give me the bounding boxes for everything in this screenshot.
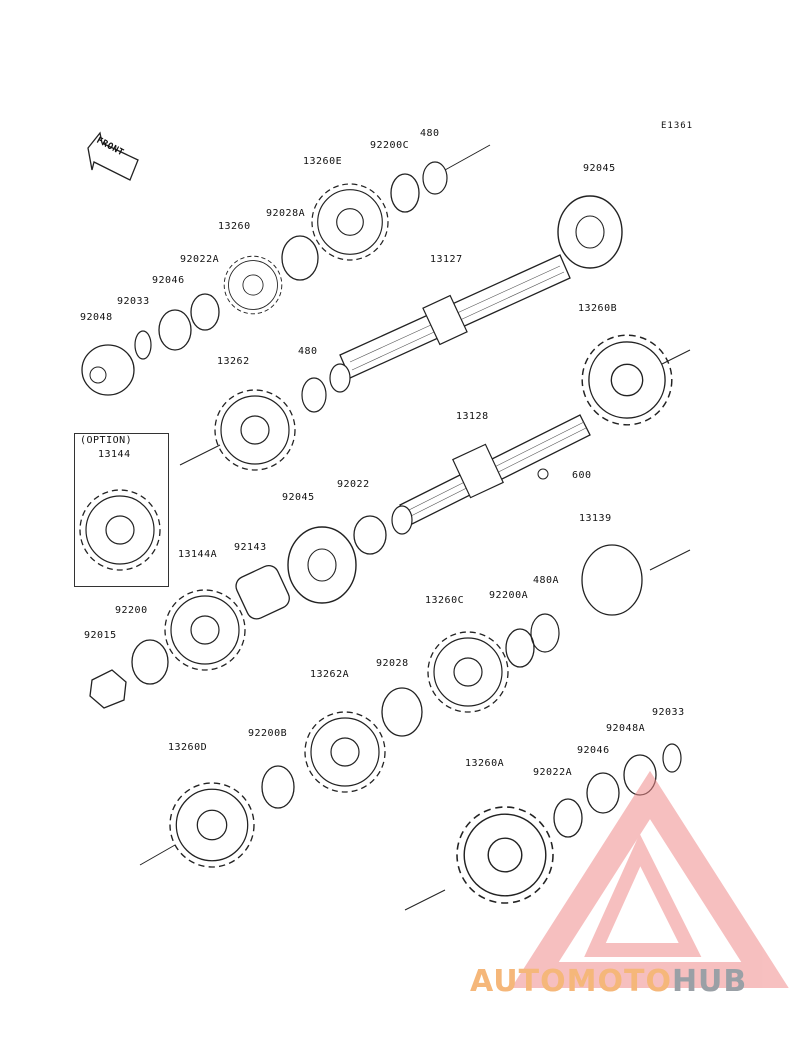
watermark-text: AUTOMOTOHUB [470,965,747,999]
label-92022a-top: 92022A [180,254,220,265]
automotohub-logo-icon [511,770,789,988]
watermark-part1: AUTOMOTO [470,964,672,999]
label-92048a: 92048A [606,723,646,734]
label-13260c: 13260C [425,595,465,606]
label-13127: 13127 [430,254,463,265]
label-13139: 13139 [579,513,612,524]
label-92045-mid: 92045 [282,492,315,503]
label-13128: 13128 [456,411,489,422]
label-480-mid: 480 [298,346,318,357]
label-92028: 92028 [376,658,409,669]
label-92022a-bot: 92022A [533,767,573,778]
option-box [74,433,169,587]
label-92200: 92200 [115,605,148,616]
label-13144a: 13144A [178,549,218,560]
part-92048 [81,344,135,396]
label-13262: 13262 [217,356,250,367]
label-13260e: 13260E [303,156,343,167]
label-13260a: 13260A [465,758,505,769]
shaft-13127 [329,254,571,393]
label-92033-bot: 92033 [652,707,685,718]
watermark-part2: HUB [671,964,748,999]
label-92200c: 92200C [370,140,410,151]
label-92200b: 92200B [248,728,288,739]
label-92028a: 92028A [266,208,306,219]
label-13260b: 13260B [578,303,618,314]
label-13144: 13144 [98,449,131,460]
label-480: 480 [420,128,440,139]
label-92200a: 92200A [489,590,529,601]
label-92015: 92015 [84,630,117,641]
label-92143: 92143 [234,542,267,553]
label-92048: 92048 [80,312,113,323]
label-92045-top: 92045 [583,163,616,174]
front-arrow-icon [87,131,139,181]
label-600: 600 [572,470,592,481]
label-92046-bot: 92046 [577,745,610,756]
label-13260d: 13260D [168,742,208,753]
label-92033-top: 92033 [117,296,150,307]
diagram-code: E1361 [661,121,694,131]
label-92046-top: 92046 [152,275,185,286]
label-92022: 92022 [337,479,370,490]
label-13260: 13260 [218,221,251,232]
shaft-13128 [391,414,591,535]
label-480a: 480A [533,575,560,586]
label-13262a: 13262A [310,669,350,680]
option-label: (OPTION) [80,435,133,446]
